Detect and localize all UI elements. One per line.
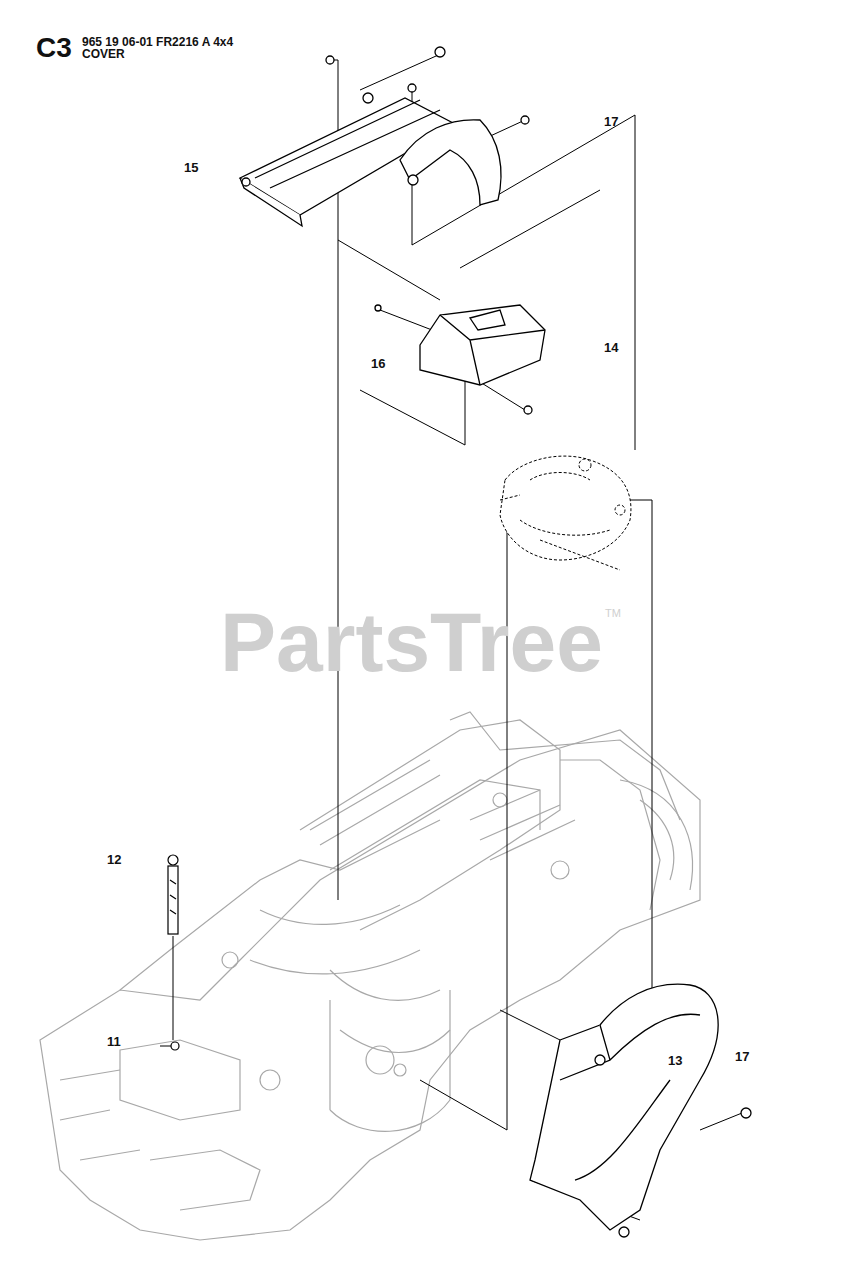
sheet-subtitle: COVER <box>82 48 125 60</box>
pin-parts <box>168 855 179 1050</box>
watermark: PartsTree <box>220 600 603 684</box>
callout-number: 12 <box>107 853 121 866</box>
middle-cover <box>375 305 545 414</box>
callout-number: 13 <box>668 1054 682 1067</box>
callout-number: 14 <box>604 341 618 354</box>
lower-guard <box>530 984 751 1237</box>
callout-number: 17 <box>604 115 618 128</box>
callout-number: 11 <box>107 1035 121 1048</box>
top-cover <box>240 47 529 226</box>
watermark-mark: TM <box>605 608 621 619</box>
callout-number: 17 <box>735 1050 749 1063</box>
callout-number: 16 <box>371 357 385 370</box>
sheet-subtitle: 965 19 06-01 FR2216 A 4x4 <box>82 36 233 48</box>
pulley-assembly <box>500 456 631 570</box>
sheet-title: C3 <box>36 34 72 62</box>
frame-illustration <box>40 712 700 1240</box>
callout-number: 15 <box>184 161 198 174</box>
